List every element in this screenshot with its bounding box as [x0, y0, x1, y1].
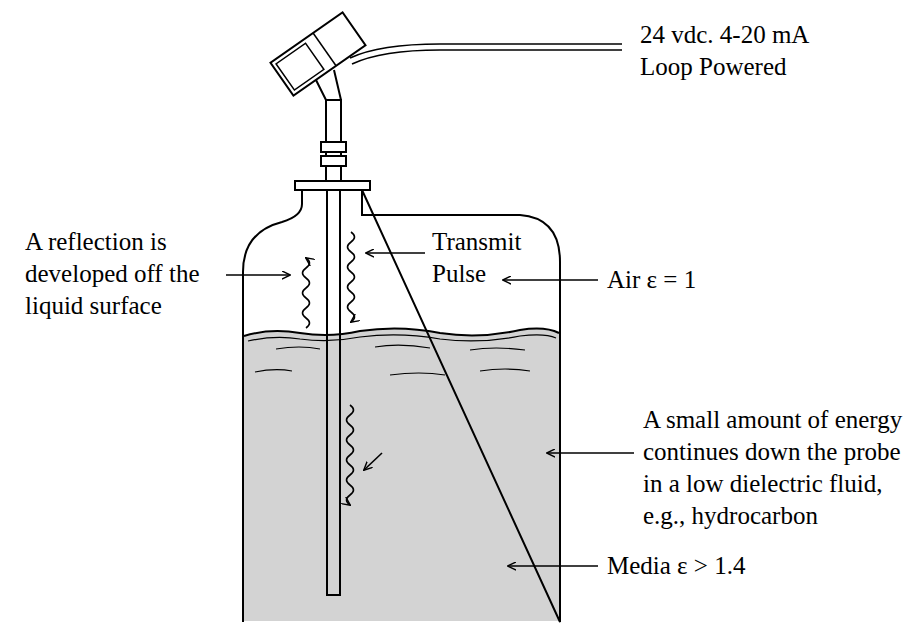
leader-arrow: [226, 274, 290, 276]
loop-cable: [350, 44, 622, 58]
probe-rod: [327, 190, 340, 595]
media-dielectric: Media ε > 1.4: [607, 550, 807, 582]
leader-arrow: [503, 279, 598, 281]
liquid-ripple: [390, 373, 445, 375]
pulse-label: Transmit Pulse: [432, 226, 532, 290]
loop-cable: [352, 50, 622, 64]
coupling: [321, 156, 346, 166]
pulse-wave: [303, 258, 310, 328]
liquid-surface-ripple: [248, 335, 556, 341]
leader-arrow: [364, 453, 382, 470]
liquid-media: [244, 328, 559, 621]
liquid-ripple: [470, 348, 525, 350]
air-dielectric: Air ε = 1: [607, 264, 767, 296]
power-note: 24 vdc. 4-20 mA Loop Powered: [640, 19, 840, 83]
housing: [270, 12, 365, 95]
reflection-note: A reflection is developed off the liquid…: [25, 226, 220, 322]
leader-arrow: [366, 252, 425, 254]
probe-stem: [326, 100, 341, 181]
transmitter-head: [270, 12, 365, 95]
tank-outline: [243, 190, 560, 622]
liquid-ripple: [480, 369, 530, 371]
liquid-ripple: [375, 345, 430, 348]
coupling: [321, 142, 346, 152]
pulse-wave: [347, 405, 354, 505]
pulse-wave: [348, 232, 355, 322]
liquid-ripple: [276, 347, 320, 349]
pulse-waves: [303, 232, 355, 505]
leader-arrow: [508, 565, 598, 567]
energy-note: A small amount of energy continues down …: [643, 404, 915, 532]
leader-arrow: [547, 452, 634, 454]
flange: [295, 181, 370, 190]
housing-seam: [313, 33, 336, 66]
housing-cap: [276, 43, 324, 90]
liquid-ripple: [255, 370, 292, 372]
